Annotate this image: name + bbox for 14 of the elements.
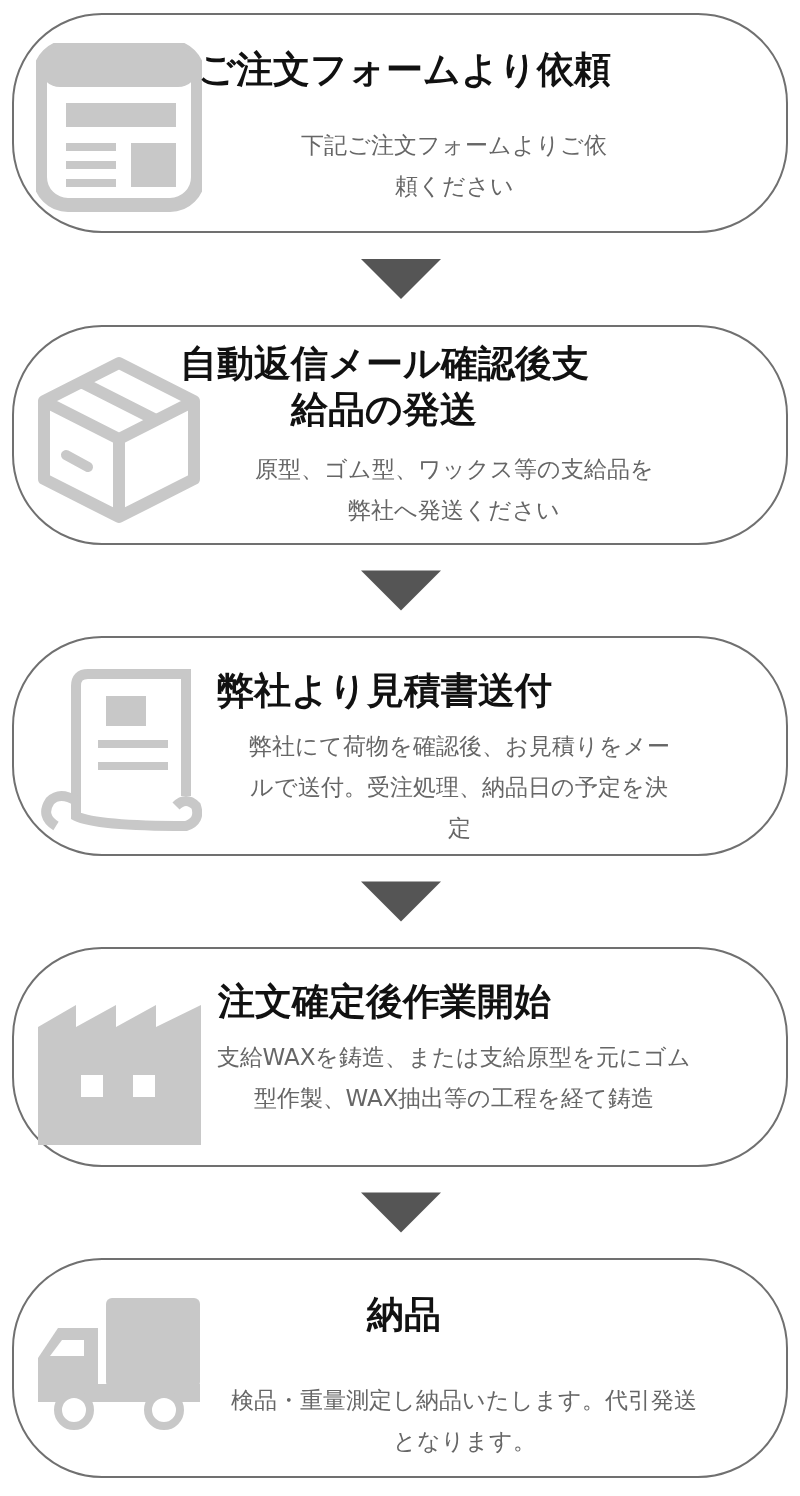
step-title: 自動返信メール確認後支給品の発送	[178, 341, 590, 433]
step-description: 弊社にて荷物を確認後、お見積りをメールで送付。受注処理、納品日の予定を決定	[247, 732, 671, 843]
step-title: 注文確定後作業開始	[216, 979, 552, 1025]
arrow	[361, 259, 441, 299]
step-title: ご注文フォームより依頼	[196, 47, 612, 93]
step-description: 下記ご注文フォームよりご依頼ください	[300, 131, 608, 201]
step-description: 検品・重量測定し納品いたします。代引発送となります。	[230, 1386, 698, 1456]
arrow	[361, 1192, 441, 1233]
arrow	[361, 570, 441, 611]
step-description: 支給WAXを鋳造、または支給原型を元にゴム型作製、WAX抽出等の工程を経て鋳造	[215, 1043, 693, 1113]
step-title: 納品	[365, 1292, 442, 1338]
step-description: 原型、ゴム型、ワックス等の支給品を弊社へ発送ください	[254, 455, 654, 525]
step-title: 弊社より見積書送付	[215, 668, 553, 714]
arrow	[361, 881, 441, 922]
